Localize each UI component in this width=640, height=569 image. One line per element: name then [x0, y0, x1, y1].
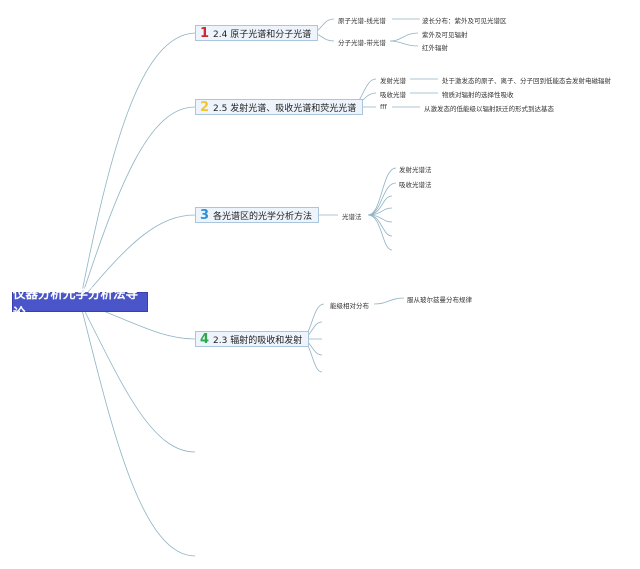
subtopic-energy-level-distribution[interactable]: 能级相对分布: [330, 302, 369, 310]
central-topic[interactable]: 仪器分析光学分析法导论: [12, 286, 148, 320]
subtopic-absorption-spectra[interactable]: 吸收光谱: [380, 91, 406, 99]
branch-line-5: [79, 301, 196, 453]
detail-emission[interactable]: 处于激发态的原子、离子、分子回到低能态会发射电磁辐射: [442, 77, 611, 85]
topic-2-title: 2.5 发射光谱、吸收光谱和荧光光谱: [213, 103, 357, 114]
number-1-icon: 1: [200, 25, 210, 41]
topic-1-title: 2.4 原子光谱和分子光谱: [213, 29, 312, 40]
number-3-icon: 3: [200, 207, 210, 223]
branch-line-1: [79, 32, 196, 303]
topic-3-title: 各光谱区的光学分析方法: [213, 211, 313, 222]
detail-absorption-spectroscopy[interactable]: 吸收光谱法: [399, 181, 432, 189]
topic-4[interactable]: 4 2.3 辐射的吸收和发射: [195, 331, 310, 347]
branch-line-2: [79, 106, 196, 303]
subtopic-spectroscopy[interactable]: 光谱法: [342, 213, 362, 221]
subtopic-atomic-spectra[interactable]: 原子光谱-线光谱: [338, 17, 386, 25]
detail-emission-spectroscopy[interactable]: 发射光谱法: [399, 166, 432, 174]
subtopic-fff[interactable]: fff: [380, 103, 387, 111]
branch-line-6: [79, 301, 196, 557]
detail-boltzmann[interactable]: 服从玻尔兹曼分布规律: [407, 296, 472, 304]
number-2-icon: 2: [200, 99, 210, 115]
detail-infrared[interactable]: 红外辐射: [422, 44, 448, 52]
topic-1[interactable]: 1 2.4 原子光谱和分子光谱: [195, 25, 319, 41]
branch-line-3: [79, 214, 196, 303]
topic-4-title: 2.3 辐射的吸收和发射: [213, 335, 303, 346]
detail-uv-visible[interactable]: 紫外及可见辐射: [422, 31, 468, 39]
detail-wavelength-distribution[interactable]: 波长分布：紫外及可见光谱区: [422, 17, 507, 25]
subtopic-emission-spectra[interactable]: 发射光谱: [380, 77, 406, 85]
detail-fluorescence[interactable]: 从激发态的低能级以辐射跃迁的形式到达基态: [424, 105, 554, 113]
detail-absorption[interactable]: 物质对辐射的选择性吸收: [442, 91, 514, 99]
topic-3[interactable]: 3 各光谱区的光学分析方法: [195, 207, 320, 223]
number-4-icon: 4: [200, 331, 210, 347]
topic-2[interactable]: 2 2.5 发射光谱、吸收光谱和荧光光谱: [195, 99, 364, 115]
subtopic-molecular-spectra[interactable]: 分子光谱-带光谱: [338, 39, 386, 47]
